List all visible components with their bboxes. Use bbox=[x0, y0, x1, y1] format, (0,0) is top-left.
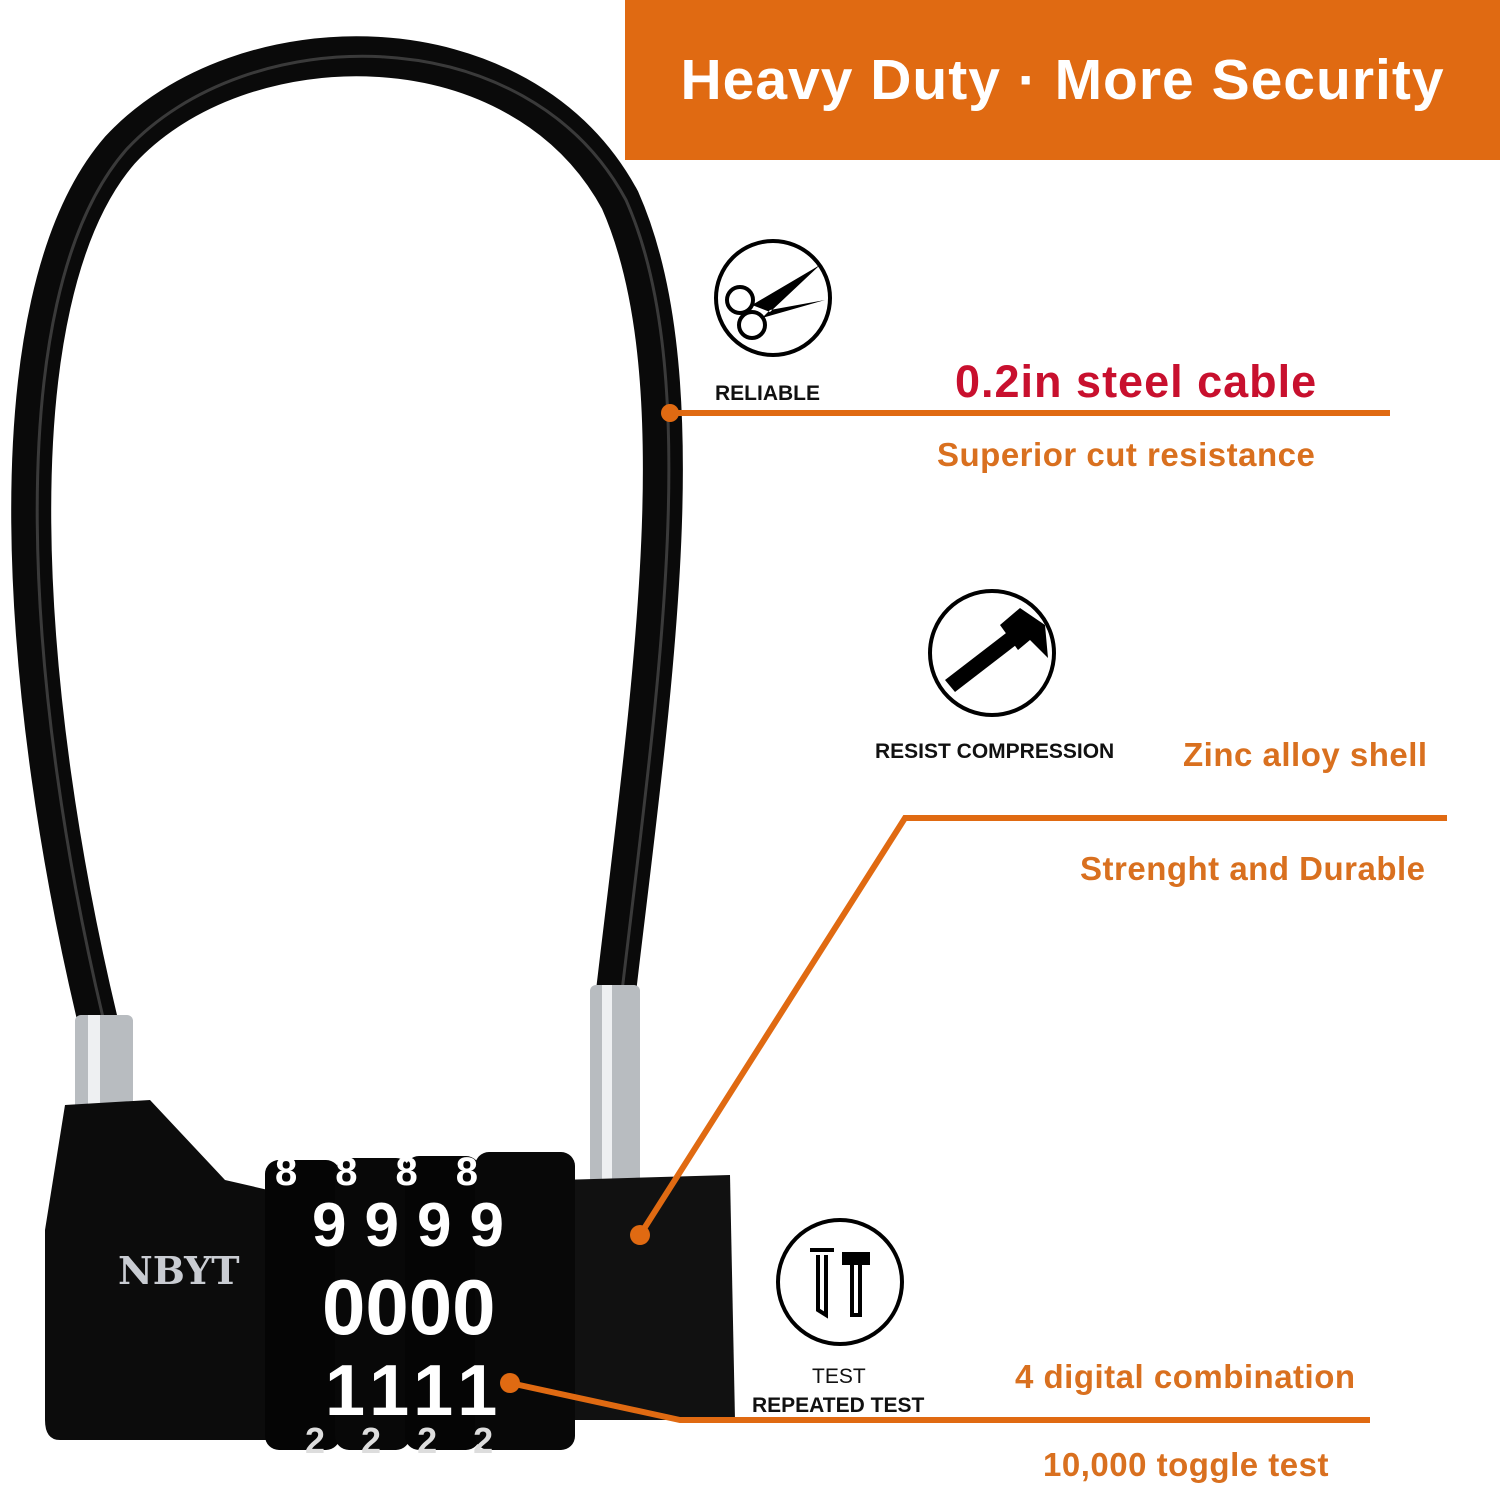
feature-label-reliable: RELIABLE bbox=[715, 382, 820, 405]
left-sleeve bbox=[75, 1015, 133, 1110]
header-banner: Heavy Duty · More Security bbox=[625, 0, 1500, 160]
right-sleeve bbox=[590, 985, 640, 1185]
callout-line-shell bbox=[637, 815, 1447, 1237]
dial-row-1: 1111 bbox=[325, 1351, 506, 1431]
feature-label-repeated-test: REPEATED TEST bbox=[752, 1394, 925, 1417]
feature-sub-toggle: 10,000 toggle test bbox=[1043, 1446, 1329, 1483]
feature-headline-shell: Zinc alloy shell bbox=[1183, 736, 1428, 773]
feature-headline-cable: 0.2in steel cable bbox=[955, 356, 1318, 407]
dial-row-8: 8888 bbox=[275, 1150, 516, 1194]
scissors-icon bbox=[714, 239, 832, 357]
hammer-icon bbox=[928, 589, 1056, 717]
banner-title: Heavy Duty · More Security bbox=[680, 48, 1445, 112]
feature-sub-cable: Superior cut resistance bbox=[937, 436, 1316, 473]
dial-row-0: 0000 bbox=[322, 1263, 496, 1351]
combination-dials bbox=[265, 1152, 575, 1450]
dial-row-2: 2222 bbox=[305, 1420, 530, 1461]
callout-line-dials bbox=[509, 1380, 1370, 1423]
dial-row-9: 9999 bbox=[312, 1191, 522, 1260]
lock-body-left bbox=[45, 1100, 290, 1440]
feature-label-compression: RESIST COMPRESSION bbox=[875, 740, 1115, 763]
lock-body-right bbox=[560, 1175, 735, 1420]
tools-icon bbox=[776, 1218, 904, 1346]
brand-logo: NBYT bbox=[118, 1248, 240, 1293]
feature-headline-combination: 4 digital combination bbox=[1015, 1358, 1356, 1395]
steel-cable bbox=[11, 36, 683, 1035]
feature-label-test: TEST bbox=[812, 1365, 866, 1388]
feature-sub-shell: Strenght and Durable bbox=[1080, 850, 1426, 887]
